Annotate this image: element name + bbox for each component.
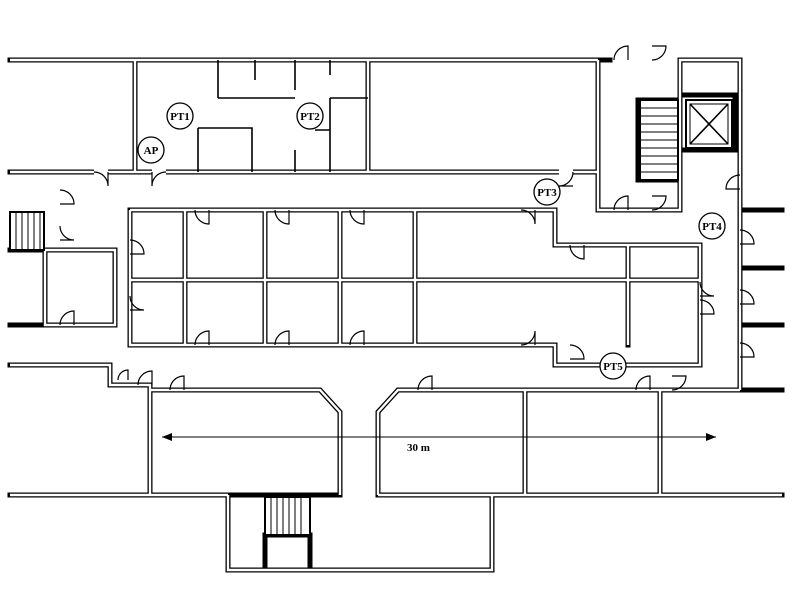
scale-label: 30 m (407, 442, 430, 454)
stairs (9, 99, 679, 536)
marker-pt5: PT5 (599, 352, 627, 380)
marker-pt1: PT1 (166, 102, 194, 130)
marker-pt3: PT3 (533, 178, 561, 206)
doors (59, 45, 755, 391)
marker-pt4-label: PT4 (702, 221, 722, 233)
marker-pt2: PT2 (296, 102, 324, 130)
elevator-shaft (685, 99, 733, 149)
marker-ap: AP (137, 136, 165, 164)
marker-ap-label: AP (144, 145, 159, 157)
walls (7, 57, 785, 573)
scale-bar: 30 m (162, 433, 716, 454)
marker-pt5-label: PT5 (603, 361, 623, 373)
marker-pt4: PT4 (698, 212, 726, 240)
marker-pt2-label: PT2 (300, 111, 320, 123)
marker-pt3-label: PT3 (537, 187, 557, 199)
marker-pt1-label: PT1 (170, 111, 190, 123)
